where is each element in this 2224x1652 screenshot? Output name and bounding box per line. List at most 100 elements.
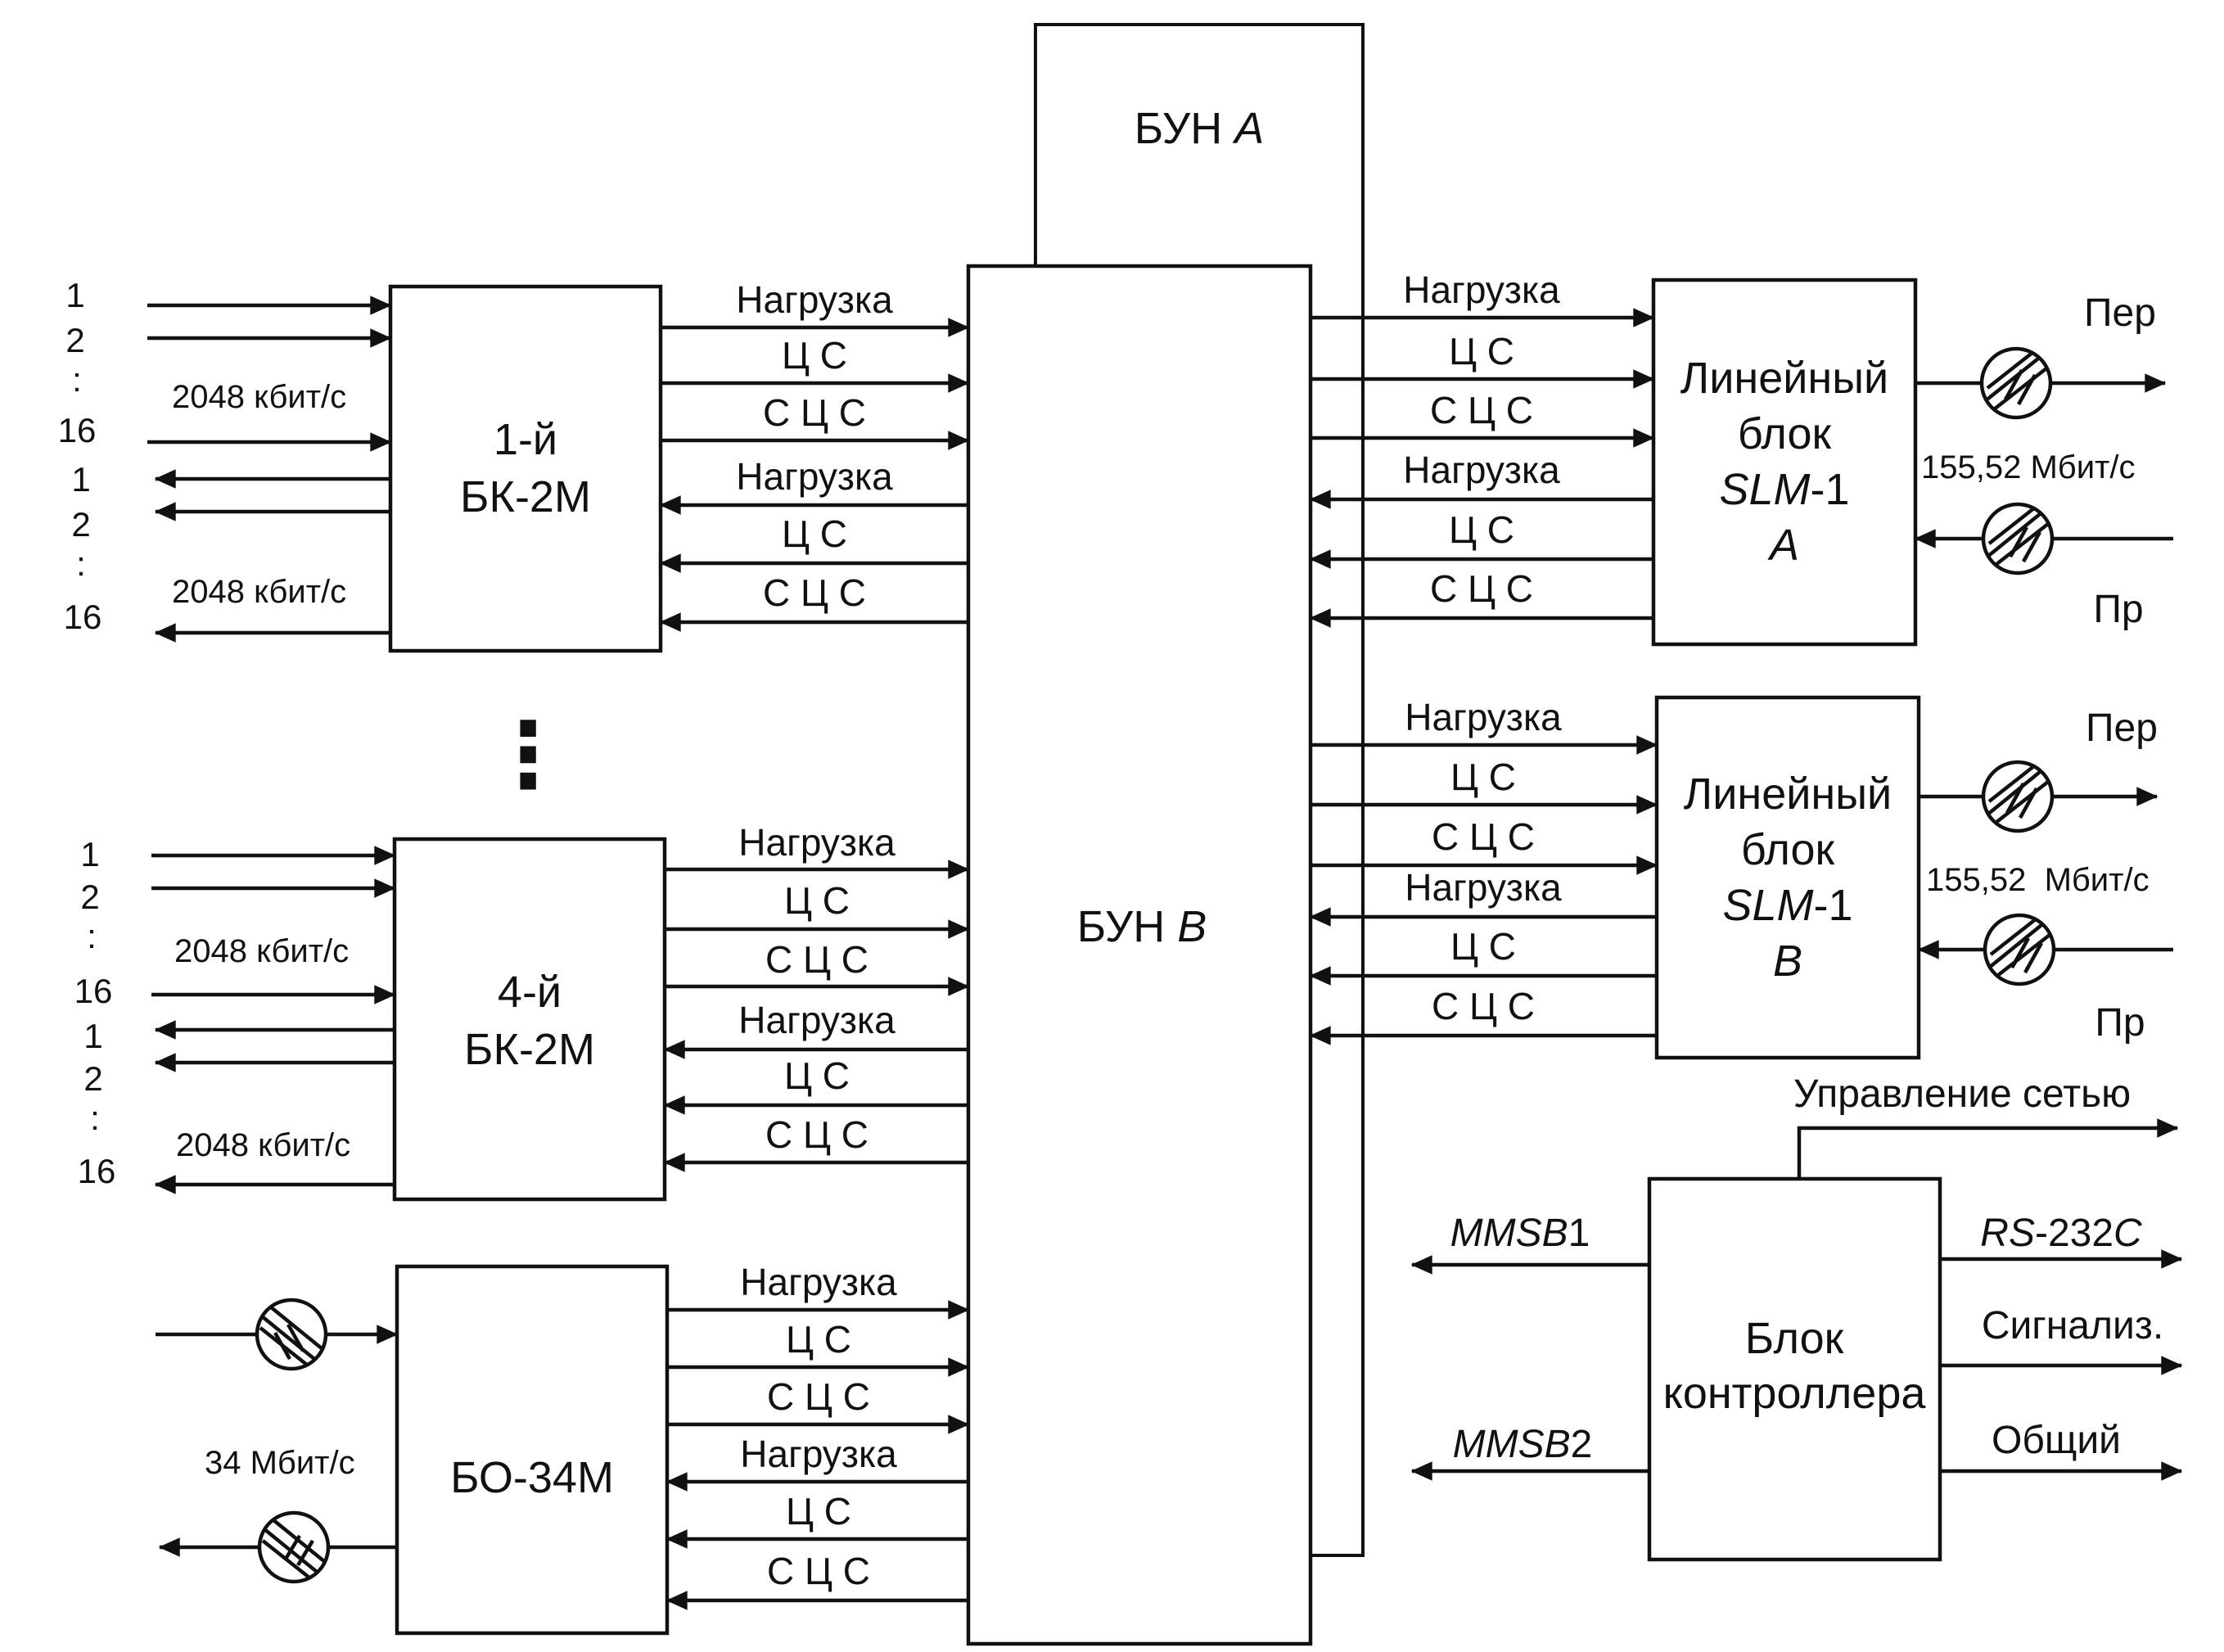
bk-2m-4-label-line1: 4-й — [498, 968, 562, 1017]
bun-b-block — [966, 264, 1313, 1646]
bk4-signal-label: С Ц С — [765, 938, 868, 981]
bk4-signal-label: Нагрузка — [738, 821, 895, 864]
slm-b-signal-label: Нагрузка — [1405, 696, 1562, 738]
bk-2m-1-label-line1: 1-й — [494, 415, 557, 464]
bun-a-label: БУН A — [1135, 104, 1265, 153]
bk1-signal-label: Нагрузка — [736, 455, 893, 498]
tributary-number: 1 — [71, 460, 90, 499]
tributary-number: 1 — [83, 1017, 102, 1055]
bun-b-label: БУН B — [1077, 902, 1207, 951]
slm-1-b-label-line4: B — [1773, 937, 1802, 986]
bk4-signal-label: Ц С — [784, 1054, 850, 1097]
bo-34m-label: БО-34М — [450, 1453, 614, 1502]
tributary-number: 16 — [64, 598, 102, 636]
bk-2m-1-block — [388, 284, 663, 653]
bk-2m-1-label-line2: БК-2М — [460, 472, 591, 521]
optical-transmitter-icon — [1981, 760, 2055, 833]
bo34-signal-label: С Ц С — [767, 1550, 870, 1592]
slm-1-b-label-line3: SLM-1 — [1722, 881, 1852, 930]
slm-b-rate: 155,52 Мбит/с — [1926, 862, 2150, 898]
tributary-number: 1 — [65, 276, 84, 314]
slm-a-signal-label: Нагрузка — [1403, 449, 1560, 491]
bo34-rate: 34 Мбит/с — [205, 1445, 355, 1481]
slm-b-tx-label: Пер — [2086, 706, 2158, 750]
slm-a-signal-label: С Ц С — [1430, 389, 1533, 431]
mmsb2-label: MMSB2 — [1453, 1423, 1593, 1466]
bk4-bun-bus: Нагрузка Ц С С Ц С Нагрузка Ц С С Ц С — [663, 821, 970, 1172]
bk4-tributaries: 1 2 : 16 1 2 : 16 2048 кбит/с 2048 кбит/… — [74, 835, 396, 1194]
tributary-ellipsis: : — [72, 360, 82, 399]
optical-transmitter-icon — [1979, 346, 2053, 420]
slm-a-rx-label: Пр — [2093, 588, 2143, 631]
tributary-number: 2 — [80, 878, 99, 916]
bk4-signal-label: С Ц С — [765, 1113, 868, 1156]
optical-transmitter-icon — [257, 1510, 331, 1584]
bo34-signal-label: Ц С — [786, 1490, 851, 1532]
optical-receiver-icon — [1981, 502, 2055, 575]
bun-slm-b-bus: Нагрузка Ц С С Ц С Нагрузка Ц С С Ц С — [1309, 696, 1658, 1045]
tributary-number: 16 — [58, 411, 97, 449]
tributary-number: 1 — [80, 835, 99, 873]
alarm-label: Сигнализ. — [1982, 1304, 2163, 1347]
slm-a-signal-label: Нагрузка — [1403, 269, 1560, 311]
bk1-signal-label: Ц С — [782, 512, 847, 555]
tributary-ellipsis: : — [90, 1099, 100, 1137]
slm-b-signal-label: С Ц С — [1432, 985, 1535, 1027]
slm-a-signal-label: С Ц С — [1430, 567, 1533, 610]
slm-1-b-label-line2: блок — [1741, 825, 1835, 874]
tributary-number: 2 — [71, 505, 90, 544]
slm-1-b-label-line1: Линейный — [1684, 770, 1892, 819]
slm-1-b-block — [1654, 695, 1921, 1060]
bo34-optical-io: 34 Мбит/с — [156, 1298, 399, 1584]
slm-a-rate: 155,52 Мбит/с — [1921, 449, 2135, 485]
slm-b-signal-label: С Ц С — [1432, 815, 1535, 858]
tributary-rate: 2048 кбит/с — [172, 574, 346, 610]
optical-receiver-icon — [255, 1298, 328, 1371]
tributary-ellipsis: : — [76, 544, 86, 583]
tributary-rate: 2048 кбит/с — [176, 1127, 350, 1163]
slm-1-a-label-line2: блок — [1738, 409, 1832, 458]
slm-b-rx-label: Пр — [2095, 1001, 2145, 1045]
bk1-signal-label: С Ц С — [763, 391, 866, 434]
tributary-number: 16 — [78, 1152, 116, 1190]
tributary-ellipsis: : — [87, 917, 97, 955]
bun-slm-a-bus: Нагрузка Ц С С Ц С Нагрузка Ц С С Ц С — [1309, 269, 1655, 628]
bo34-signal-label: С Ц С — [767, 1375, 870, 1418]
network-management-line — [1797, 1118, 2179, 1179]
tributary-number: 2 — [65, 321, 84, 359]
slm-1-a-block — [1651, 278, 1918, 647]
bk4-signal-label: Ц С — [784, 879, 850, 922]
common-label: Общий — [1992, 1419, 2121, 1462]
optical-receiver-icon — [1983, 913, 2056, 986]
controller-label-line1: Блок — [1745, 1314, 1844, 1363]
bk-2m-4-block — [392, 837, 667, 1202]
slm-1-a-label-line4: A — [1767, 521, 1799, 570]
controller-label-line2: контроллера — [1663, 1369, 1927, 1418]
network-management-label: Управление сетью — [1793, 1072, 2131, 1116]
tributary-rate: 2048 кбит/с — [174, 933, 349, 969]
bk1-signal-label: С Ц С — [763, 571, 866, 614]
bk4-signal-label: Нагрузка — [738, 999, 895, 1041]
bk1-signal-label: Нагрузка — [736, 278, 893, 321]
bk-ellipsis: ⋮ — [483, 705, 573, 806]
slm-b-signal-label: Нагрузка — [1405, 866, 1562, 909]
rs232c-label: RS-232C — [1980, 1212, 2142, 1255]
bo34-signal-label: Нагрузка — [740, 1433, 897, 1475]
slm-b-signal-label: Ц С — [1450, 925, 1516, 968]
slm-a-optical-io: Пер 155,52 Мбит/с Пр — [1914, 291, 2173, 631]
tributary-number: 2 — [83, 1059, 102, 1098]
slm-a-tx-label: Пер — [2084, 291, 2156, 335]
bk1-tributaries: 1 2 : 16 1 2 : 16 2048 кбит/с 2048 кбит/… — [58, 276, 392, 643]
slm-1-a-label-line3: SLM-1 — [1719, 465, 1849, 514]
bo34-bun-bus: Нагрузка Ц С С Ц С Нагрузка Ц С С Ц С — [665, 1261, 970, 1610]
controller-io: Управление сетью MMSB1 MMSB2 RS-232C Сиг… — [1410, 1072, 2183, 1481]
controller-block — [1647, 1176, 1942, 1562]
bk1-bun-bus: Нагрузка Ц С С Ц С Нагрузка Ц С С Ц С — [659, 278, 970, 632]
bo34-signal-label: Нагрузка — [740, 1261, 897, 1303]
bk-2m-4-label-line2: БК-2М — [464, 1025, 595, 1074]
mmsb1-label: MMSB1 — [1450, 1212, 1590, 1255]
slm-1-a-label-line1: Линейный — [1680, 354, 1888, 403]
tributary-number: 16 — [74, 972, 113, 1010]
bk1-signal-label: Ц С — [782, 334, 847, 377]
